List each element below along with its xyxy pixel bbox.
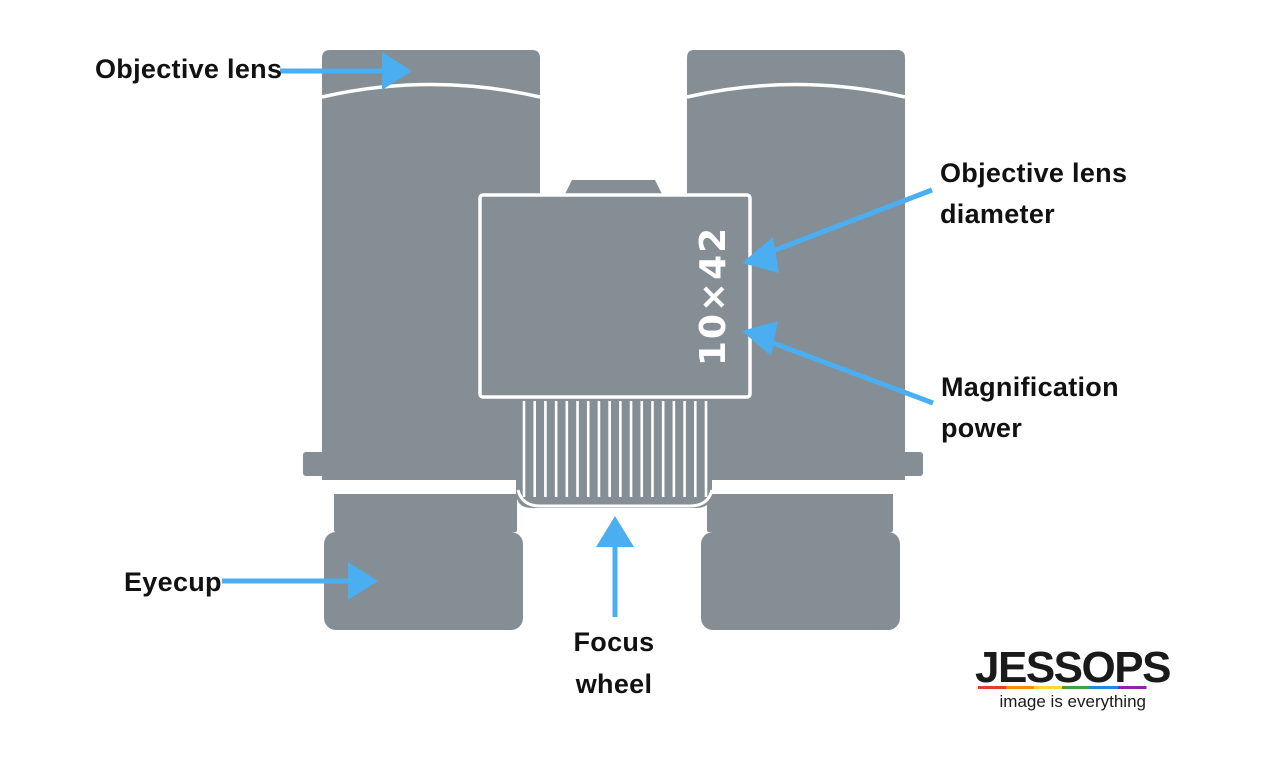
arrow-objective-diameter: [742, 187, 933, 273]
right-objective-rim: [686, 82, 906, 99]
arrow-magnification: [742, 321, 934, 406]
label-magnification-1: Magnification: [941, 372, 1119, 402]
logo-stripe-segment: [1006, 686, 1035, 689]
focus-wheel-edge: [516, 489, 714, 508]
left-collar: [334, 494, 517, 532]
focus-wheel-ribs: [516, 401, 714, 508]
left-lug: [303, 452, 328, 476]
label-magnification-2: power: [941, 413, 1022, 443]
logo-stripe-segment: [1090, 686, 1119, 689]
logo-stripe-segment: [1062, 686, 1091, 689]
arrow-eyecup: [222, 562, 378, 600]
logo-stripe-segment: [978, 686, 1007, 689]
label-focus-2: wheel: [575, 669, 653, 699]
arrows: [222, 52, 934, 617]
left-objective-rim: [321, 82, 541, 99]
arrow-objective-lens: [280, 52, 412, 90]
left-eyecup: [324, 532, 523, 630]
arrow-focus-wheel: [596, 516, 634, 617]
label-focus-1: Focus: [573, 627, 654, 657]
right-collar: [707, 494, 893, 532]
logo-rainbow-stripe: [978, 686, 1147, 689]
label-eyecup: Eyecup: [124, 567, 222, 597]
label-objective-diameter-1: Objective lens: [940, 158, 1127, 188]
label-objective-lens: Objective lens: [95, 54, 282, 84]
model-marking: 10×42: [693, 226, 734, 366]
logo-tagline: image is everything: [1000, 692, 1146, 711]
logo-wordmark: JESSOPS: [975, 643, 1170, 692]
hinge-top: [565, 180, 662, 194]
jessops-logo: JESSOPS image is everything: [975, 643, 1172, 711]
labels: Objective lens Objective lens diameter M…: [95, 54, 1127, 699]
logo-stripe-segment: [1034, 686, 1063, 689]
right-lug: [898, 452, 923, 476]
label-objective-diameter-2: diameter: [940, 199, 1055, 229]
center-plate: [478, 193, 752, 399]
logo-stripe-segment: [1118, 686, 1147, 689]
right-eyecup: [701, 532, 900, 630]
